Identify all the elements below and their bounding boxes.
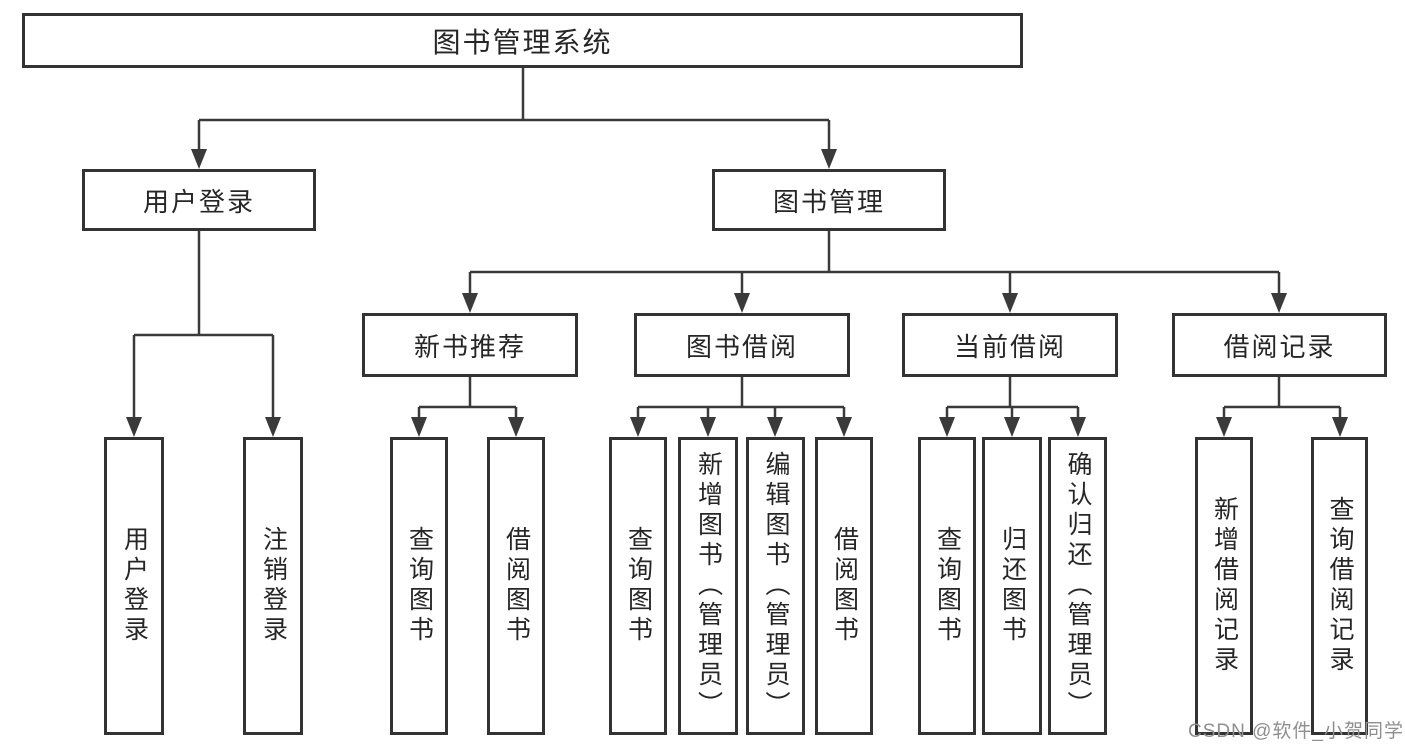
leaf-label: 新增借阅记录 (1210, 496, 1239, 676)
leaf-label: 注销登录 (259, 526, 288, 646)
connector-record-to-leaves (1216, 377, 1348, 437)
leaf-label: 新增图书（管理员） (694, 451, 723, 721)
connector-current-to-leaves (939, 377, 1086, 437)
connector-root-to-level1 (191, 68, 837, 169)
leaf-user-login: 用户登录 (104, 437, 164, 735)
node-book-management: 图书管理 (712, 169, 946, 231)
leaf-query-books-borrow: 查询图书 (609, 437, 667, 735)
leaf-return-book: 归还图书 (982, 437, 1042, 735)
leaf-label: 查询借阅记录 (1326, 496, 1354, 676)
node-book-borrowing: 图书借阅 (634, 313, 850, 377)
leaf-confirm-return-admin: 确认归还（管理员） (1048, 437, 1107, 735)
leaf-label: 归还图书 (998, 526, 1027, 646)
leaf-label: 借阅图书 (830, 526, 859, 646)
node-new-book-recommend: 新书推荐 (362, 313, 578, 377)
leaf-borrow-books: 借阅图书 (815, 437, 873, 735)
node-user-login: 用户登录 (82, 169, 316, 231)
leaf-borrow-books-recommend: 借阅图书 (487, 437, 545, 735)
connector-recommend-to-leaves (411, 377, 524, 437)
leaf-label: 编辑图书（管理员） (762, 451, 790, 721)
leaf-query-books-recommend: 查询图书 (390, 437, 448, 735)
csdn-watermark: CSDN @软件_小贺同学 (1188, 721, 1404, 742)
leaf-label: 确认归还（管理员） (1064, 451, 1092, 721)
leaf-edit-book-admin: 编辑图书（管理员） (746, 437, 805, 735)
leaf-logout: 注销登录 (243, 437, 303, 735)
leaf-label: 用户登录 (120, 526, 149, 646)
leaf-query-books-current: 查询图书 (918, 437, 976, 735)
leaf-label: 查询图书 (933, 526, 962, 646)
connector-borrow-to-leaves (630, 377, 852, 437)
leaf-add-book-admin: 新增图书（管理员） (678, 437, 738, 735)
leaf-query-borrow-record: 查询借阅记录 (1311, 437, 1368, 735)
connector-mgmt-to-level2 (462, 231, 1287, 313)
node-current-borrowing: 当前借阅 (902, 313, 1118, 377)
leaf-label: 查询图书 (405, 526, 434, 646)
leaf-label: 查询图书 (624, 526, 653, 646)
leaf-label: 借阅图书 (502, 526, 531, 646)
node-library-management-system: 图书管理系统 (22, 13, 1023, 68)
node-borrowing-records: 借阅记录 (1172, 313, 1387, 377)
leaf-add-borrow-record: 新增借阅记录 (1195, 437, 1253, 735)
connector-login-to-leaves (126, 231, 281, 437)
